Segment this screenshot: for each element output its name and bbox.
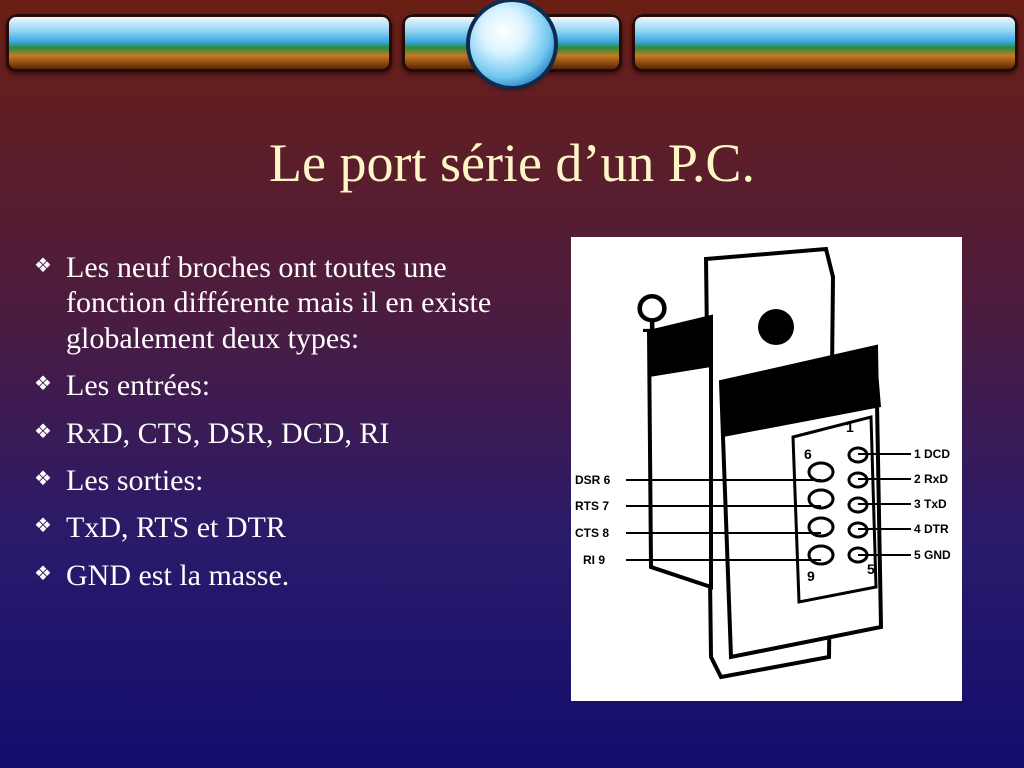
pin-label-dcd: 1 DCD (914, 447, 950, 461)
bullet-item: ❖GND est la masse. (34, 558, 290, 592)
pin-label-rxd: 2 RxD (914, 472, 948, 486)
diamond-bullet-icon: ❖ (34, 371, 52, 396)
globe-icon (470, 2, 554, 86)
pin-label-gnd: 5 GND (914, 548, 951, 562)
leader-lines (626, 453, 911, 561)
db9-connector-drawing: ♀ DSR 6 RTS 7 CTS 8 RI 9 1 DCD 2 RxD 3 T… (575, 246, 951, 680)
pin-number-1: 1 (846, 419, 854, 435)
bullet-item: ❖RxD, CTS, DSR, DCD, RI (34, 416, 390, 450)
left-shell (646, 314, 713, 590)
pin-9 (807, 544, 835, 566)
bullet-item: ❖TxD, RTS et DTR (34, 511, 286, 545)
diamond-bullet-icon: ❖ (34, 418, 52, 443)
pin-label-dsr: DSR 6 (575, 473, 611, 487)
left-shell-top (649, 317, 711, 377)
header-banner-right (632, 14, 1018, 72)
header-banner-left (6, 14, 392, 72)
pin-6 (807, 461, 835, 483)
bullet-item: ❖Les entrées: (34, 369, 211, 403)
bullet-list: ❖Les neuf broches ont toutes une fonctio… (28, 250, 508, 605)
front-shell-top (721, 347, 881, 437)
pin-label-cts: CTS 8 (575, 526, 609, 540)
diamond-bullet-icon: ❖ (34, 560, 52, 585)
diamond-bullet-icon: ❖ (34, 513, 52, 538)
bullet-item: ❖Les sorties: (34, 463, 204, 497)
bullet-item: ❖Les neuf broches ont toutes une fonctio… (34, 251, 492, 355)
screw-hole-top (758, 309, 794, 345)
pin-label-txd: 3 TxD (914, 497, 947, 511)
pin-7 (807, 488, 835, 510)
slide-title: Le port série d’un P.C. (269, 133, 755, 193)
pin-label-rts: RTS 7 (575, 499, 609, 513)
pin-number-6: 6 (804, 446, 812, 462)
diamond-bullet-icon: ❖ (34, 465, 52, 490)
pin-number-5: 5 (867, 561, 875, 577)
diamond-bullet-icon: ❖ (34, 253, 52, 277)
pin-label-dtr: 4 DTR (914, 522, 949, 536)
pin-8 (807, 516, 835, 538)
db9-connector-figure: ♀ DSR 6 RTS 7 CTS 8 RI 9 1 DCD 2 RxD 3 T… (571, 237, 962, 701)
female-connector-icon: ♀ (633, 285, 671, 345)
pin-number-9: 9 (807, 568, 815, 584)
pin-label-ri: RI 9 (583, 553, 605, 567)
